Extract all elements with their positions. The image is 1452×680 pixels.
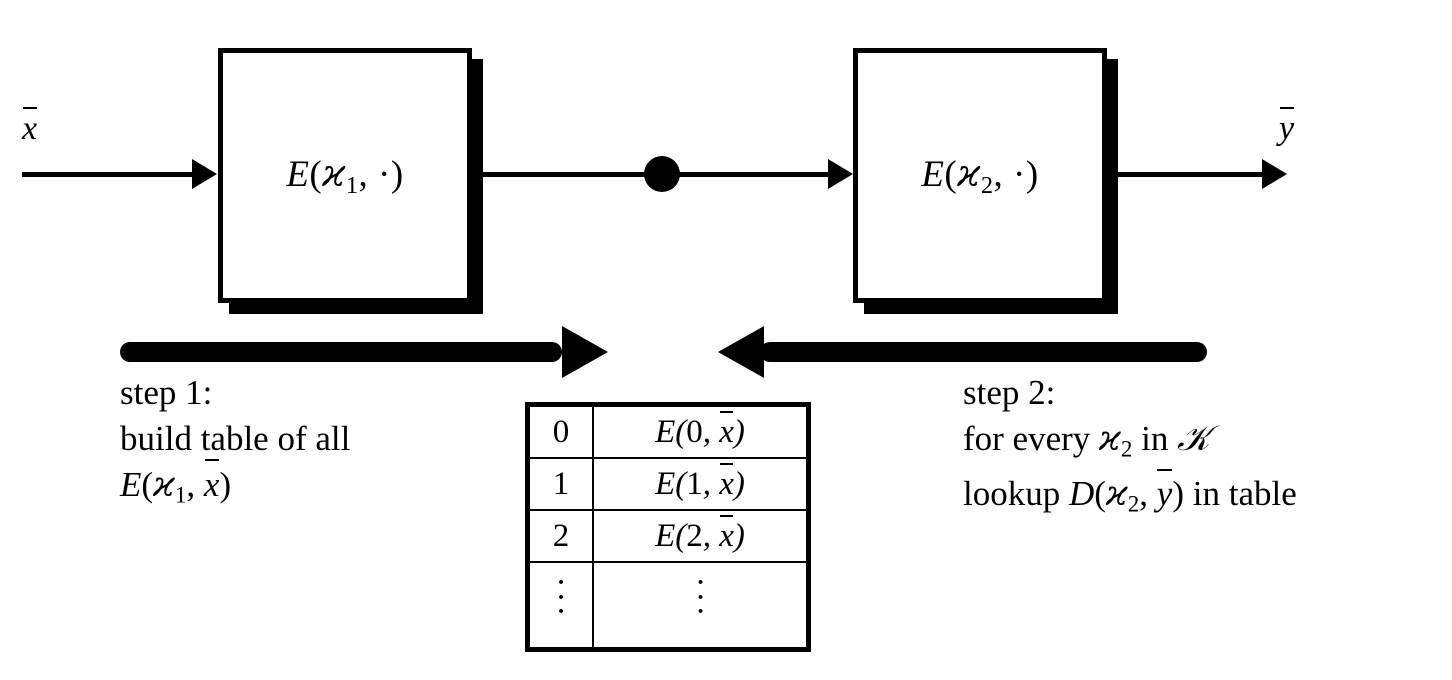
middle-wire-left [472, 172, 662, 177]
key-space-symbol: 𝒦 [1177, 419, 1210, 459]
table-cell-value: E(0, x) [592, 403, 810, 459]
step-1-caption: step 1: build table of all E(ϰ1, x) [120, 370, 350, 517]
middle-wire-right [662, 172, 830, 177]
step-1-heading: step 1: [120, 373, 213, 412]
output-label-y-bar: y [1279, 107, 1295, 147]
step-1-line-2: build table of all [120, 419, 351, 458]
table-cell-key-ellipsis: ··· [526, 561, 594, 651]
step-2-line-3-prefix: lookup [963, 474, 1061, 514]
table-row: 1 E(1, x) [526, 457, 810, 511]
step-1-arrow-bar [120, 342, 562, 362]
step-2-caption: step 2: for every ϰ2 in 𝒦 lookup D(ϰ2, y… [963, 370, 1297, 527]
output-arrow-head [1262, 159, 1287, 189]
step-2-arrow-bar [760, 342, 1207, 362]
step-2-line-2-prefix: for every [963, 419, 1091, 458]
encryption-block-1[interactable]: E(ϰ1, ·) [218, 48, 472, 303]
table-row: 2 E(2, x) [526, 509, 810, 563]
lookup-table-body: 0 E(0, x) 1 E(1, x) 2 E(2, x) ··· [526, 403, 810, 651]
table-cell-value: E(2, x) [592, 509, 810, 563]
step-1-line-3: E(ϰ1, x) [120, 459, 350, 517]
input-wire [22, 172, 194, 177]
step-2-line-3-suffix: in table [1192, 474, 1297, 514]
input-arrow-head [192, 159, 217, 189]
table-cell-key: 2 [526, 509, 594, 563]
step-2-line-2-middle: in [1141, 419, 1169, 458]
table-cell-key: 0 [526, 403, 594, 459]
encryption-block-2[interactable]: E(ϰ2, ·) [853, 48, 1107, 303]
table-cell-value-ellipsis: ··· [592, 561, 810, 651]
table-cell-key: 1 [526, 457, 594, 511]
step-2-arrow-head [718, 326, 764, 378]
lookup-table[interactable]: 0 E(0, x) 1 E(1, x) 2 E(2, x) ··· [525, 402, 811, 652]
step-1-arrow-head [562, 326, 608, 378]
input-label-x-bar: x [22, 107, 38, 147]
table-cell-value: E(1, x) [592, 457, 810, 511]
table-row-ellipsis: ··· ··· [526, 561, 810, 651]
step-2-line-3: lookup D(ϰ2, y) in table [963, 468, 1297, 526]
step-2-line-2: for every ϰ2 in 𝒦 [963, 419, 1210, 462]
middle-arrow-head [828, 159, 853, 189]
step-2-heading: step 2: [963, 373, 1056, 412]
table-row: 0 E(0, x) [526, 403, 810, 459]
encryption-block-1-label: E(ϰ1, ·) [286, 151, 404, 199]
output-wire [1107, 172, 1264, 177]
encryption-block-2-label: E(ϰ2, ·) [921, 151, 1039, 199]
